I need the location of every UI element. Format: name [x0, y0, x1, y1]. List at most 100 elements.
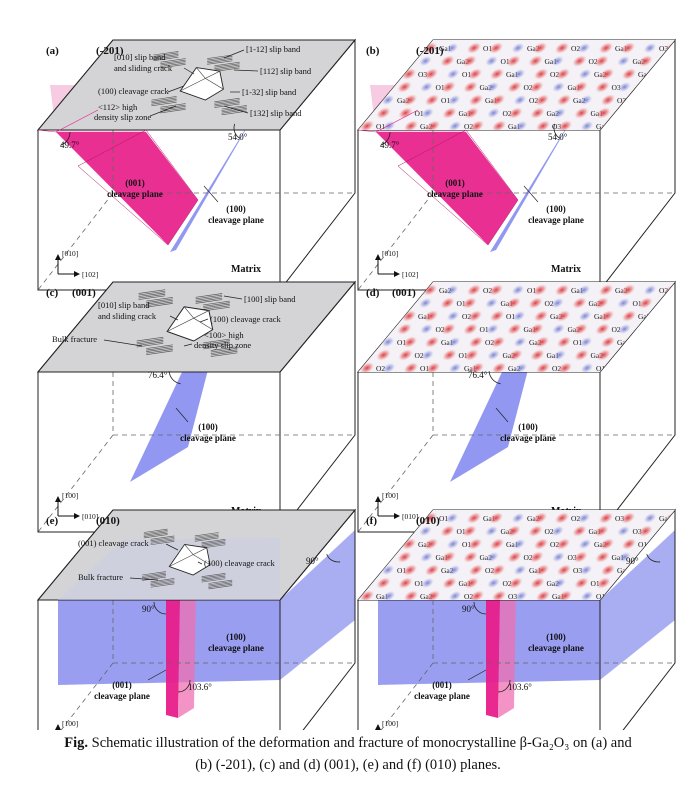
charge-density-blue	[552, 551, 565, 563]
slip-line	[146, 303, 173, 308]
angle-label: 90°	[142, 604, 155, 614]
charge-density-red	[532, 512, 548, 524]
annotation-label: (100) cleavage crack	[210, 314, 282, 324]
slip-line	[146, 301, 173, 306]
charge-density-red	[376, 107, 391, 119]
angle-label: 103.6°	[508, 682, 532, 692]
angle-arc	[153, 601, 167, 615]
annotation-label: [112] slip band	[260, 66, 312, 76]
charge-density-blue	[446, 538, 460, 550]
atom-label: O3	[612, 83, 621, 92]
charge-density-blue	[421, 107, 434, 119]
slip-line	[195, 294, 223, 300]
charge-density-red	[573, 81, 588, 93]
atom-label: Ga1	[506, 540, 519, 549]
charge-density-blue	[552, 81, 565, 93]
atom-label: O2	[524, 553, 533, 562]
panel-e: 90°90°103.6°(001)cleavage plane(100)clea…	[36, 508, 357, 730]
charge-density-red	[574, 107, 589, 119]
leader-line	[197, 561, 203, 565]
annotation-label: [100] slip band	[244, 294, 296, 304]
slip-line	[136, 342, 164, 348]
charge-density-blue	[485, 297, 498, 309]
angle-label: 76.4°	[148, 370, 168, 380]
plane-trace	[37, 109, 99, 133]
slip-line	[146, 344, 173, 349]
slip-line	[195, 293, 223, 298]
atom-label: Ga1	[439, 44, 452, 53]
atom-label: O1	[415, 579, 424, 588]
charge-density-red	[535, 362, 551, 372]
slip-line	[150, 539, 175, 544]
atom-label: Ga1	[545, 57, 558, 66]
atom-label: O1	[633, 299, 642, 308]
charge-density-blue	[512, 538, 526, 550]
surface-plane-label: (010)	[96, 515, 120, 527]
slip-line	[146, 298, 173, 303]
slip-line	[207, 59, 233, 64]
atom-label: Ga1	[612, 553, 625, 562]
plane-outline	[77, 129, 199, 246]
slip-line	[160, 107, 186, 112]
annotation-label: <112> high	[98, 102, 138, 112]
charge-density-red	[464, 577, 479, 589]
slip-line	[195, 297, 223, 303]
slip-line	[194, 533, 219, 538]
slip-line	[160, 62, 186, 67]
atom-label: O2	[483, 286, 492, 295]
slip-line	[208, 582, 233, 587]
charge-density-red	[462, 55, 477, 67]
plane-label-100: (100)	[226, 632, 246, 642]
atom-label: O1	[573, 338, 582, 347]
axis-arrow-head	[375, 496, 381, 502]
atom-label: O2	[485, 566, 494, 575]
slip-line	[214, 66, 240, 71]
charge-density-red	[506, 525, 521, 537]
slip-line	[214, 99, 240, 104]
annotation-label: density slip zone	[94, 112, 151, 122]
charge-density-red	[424, 336, 440, 348]
slip-line	[203, 344, 230, 350]
charge-density-red	[490, 94, 506, 106]
charge-density-red	[469, 120, 485, 130]
leader-line	[495, 407, 509, 423]
charge-density-blue	[579, 564, 593, 576]
slip-line	[143, 530, 168, 535]
slip-line	[201, 543, 226, 548]
slip-line	[201, 573, 226, 577]
indent-edges	[193, 317, 213, 330]
atom-label: O3	[659, 44, 668, 53]
slip-line	[142, 572, 166, 577]
charge-density-red	[469, 362, 485, 372]
atom-label: O2	[503, 579, 512, 588]
charge-density-blue	[580, 590, 594, 600]
charge-density-red	[620, 284, 636, 296]
axis-label-horizontal: [102]	[402, 270, 418, 279]
charge-density-red	[595, 81, 610, 93]
charge-density-blue	[577, 284, 591, 296]
slip-line	[194, 534, 219, 539]
slip-line	[214, 61, 240, 67]
charge-density-blue	[382, 362, 396, 372]
charge-density-red	[572, 55, 587, 67]
charge-density-red	[529, 551, 544, 563]
indent-crystal	[179, 67, 224, 101]
plane-label-100: (100)	[546, 204, 566, 214]
charge-density-red	[554, 42, 570, 54]
charge-density-red	[557, 362, 573, 372]
charge-density-red	[506, 55, 521, 67]
charge-density-red	[490, 564, 506, 576]
charge-density-red	[397, 81, 412, 93]
angle-arc	[497, 679, 511, 693]
charge-density-blue	[579, 94, 593, 106]
annotation-label: (100) cleavage crack	[204, 558, 276, 568]
charge-density-blue	[485, 525, 498, 537]
charge-density-red	[596, 577, 611, 589]
annotation-label: [1-12] slip band	[246, 44, 301, 54]
cleavage-plane-100-side	[600, 530, 675, 680]
slip-line	[203, 341, 230, 347]
slip-line	[142, 574, 166, 579]
leader-line	[183, 343, 193, 347]
charge-density-red	[621, 538, 637, 550]
slip-line	[194, 536, 219, 541]
